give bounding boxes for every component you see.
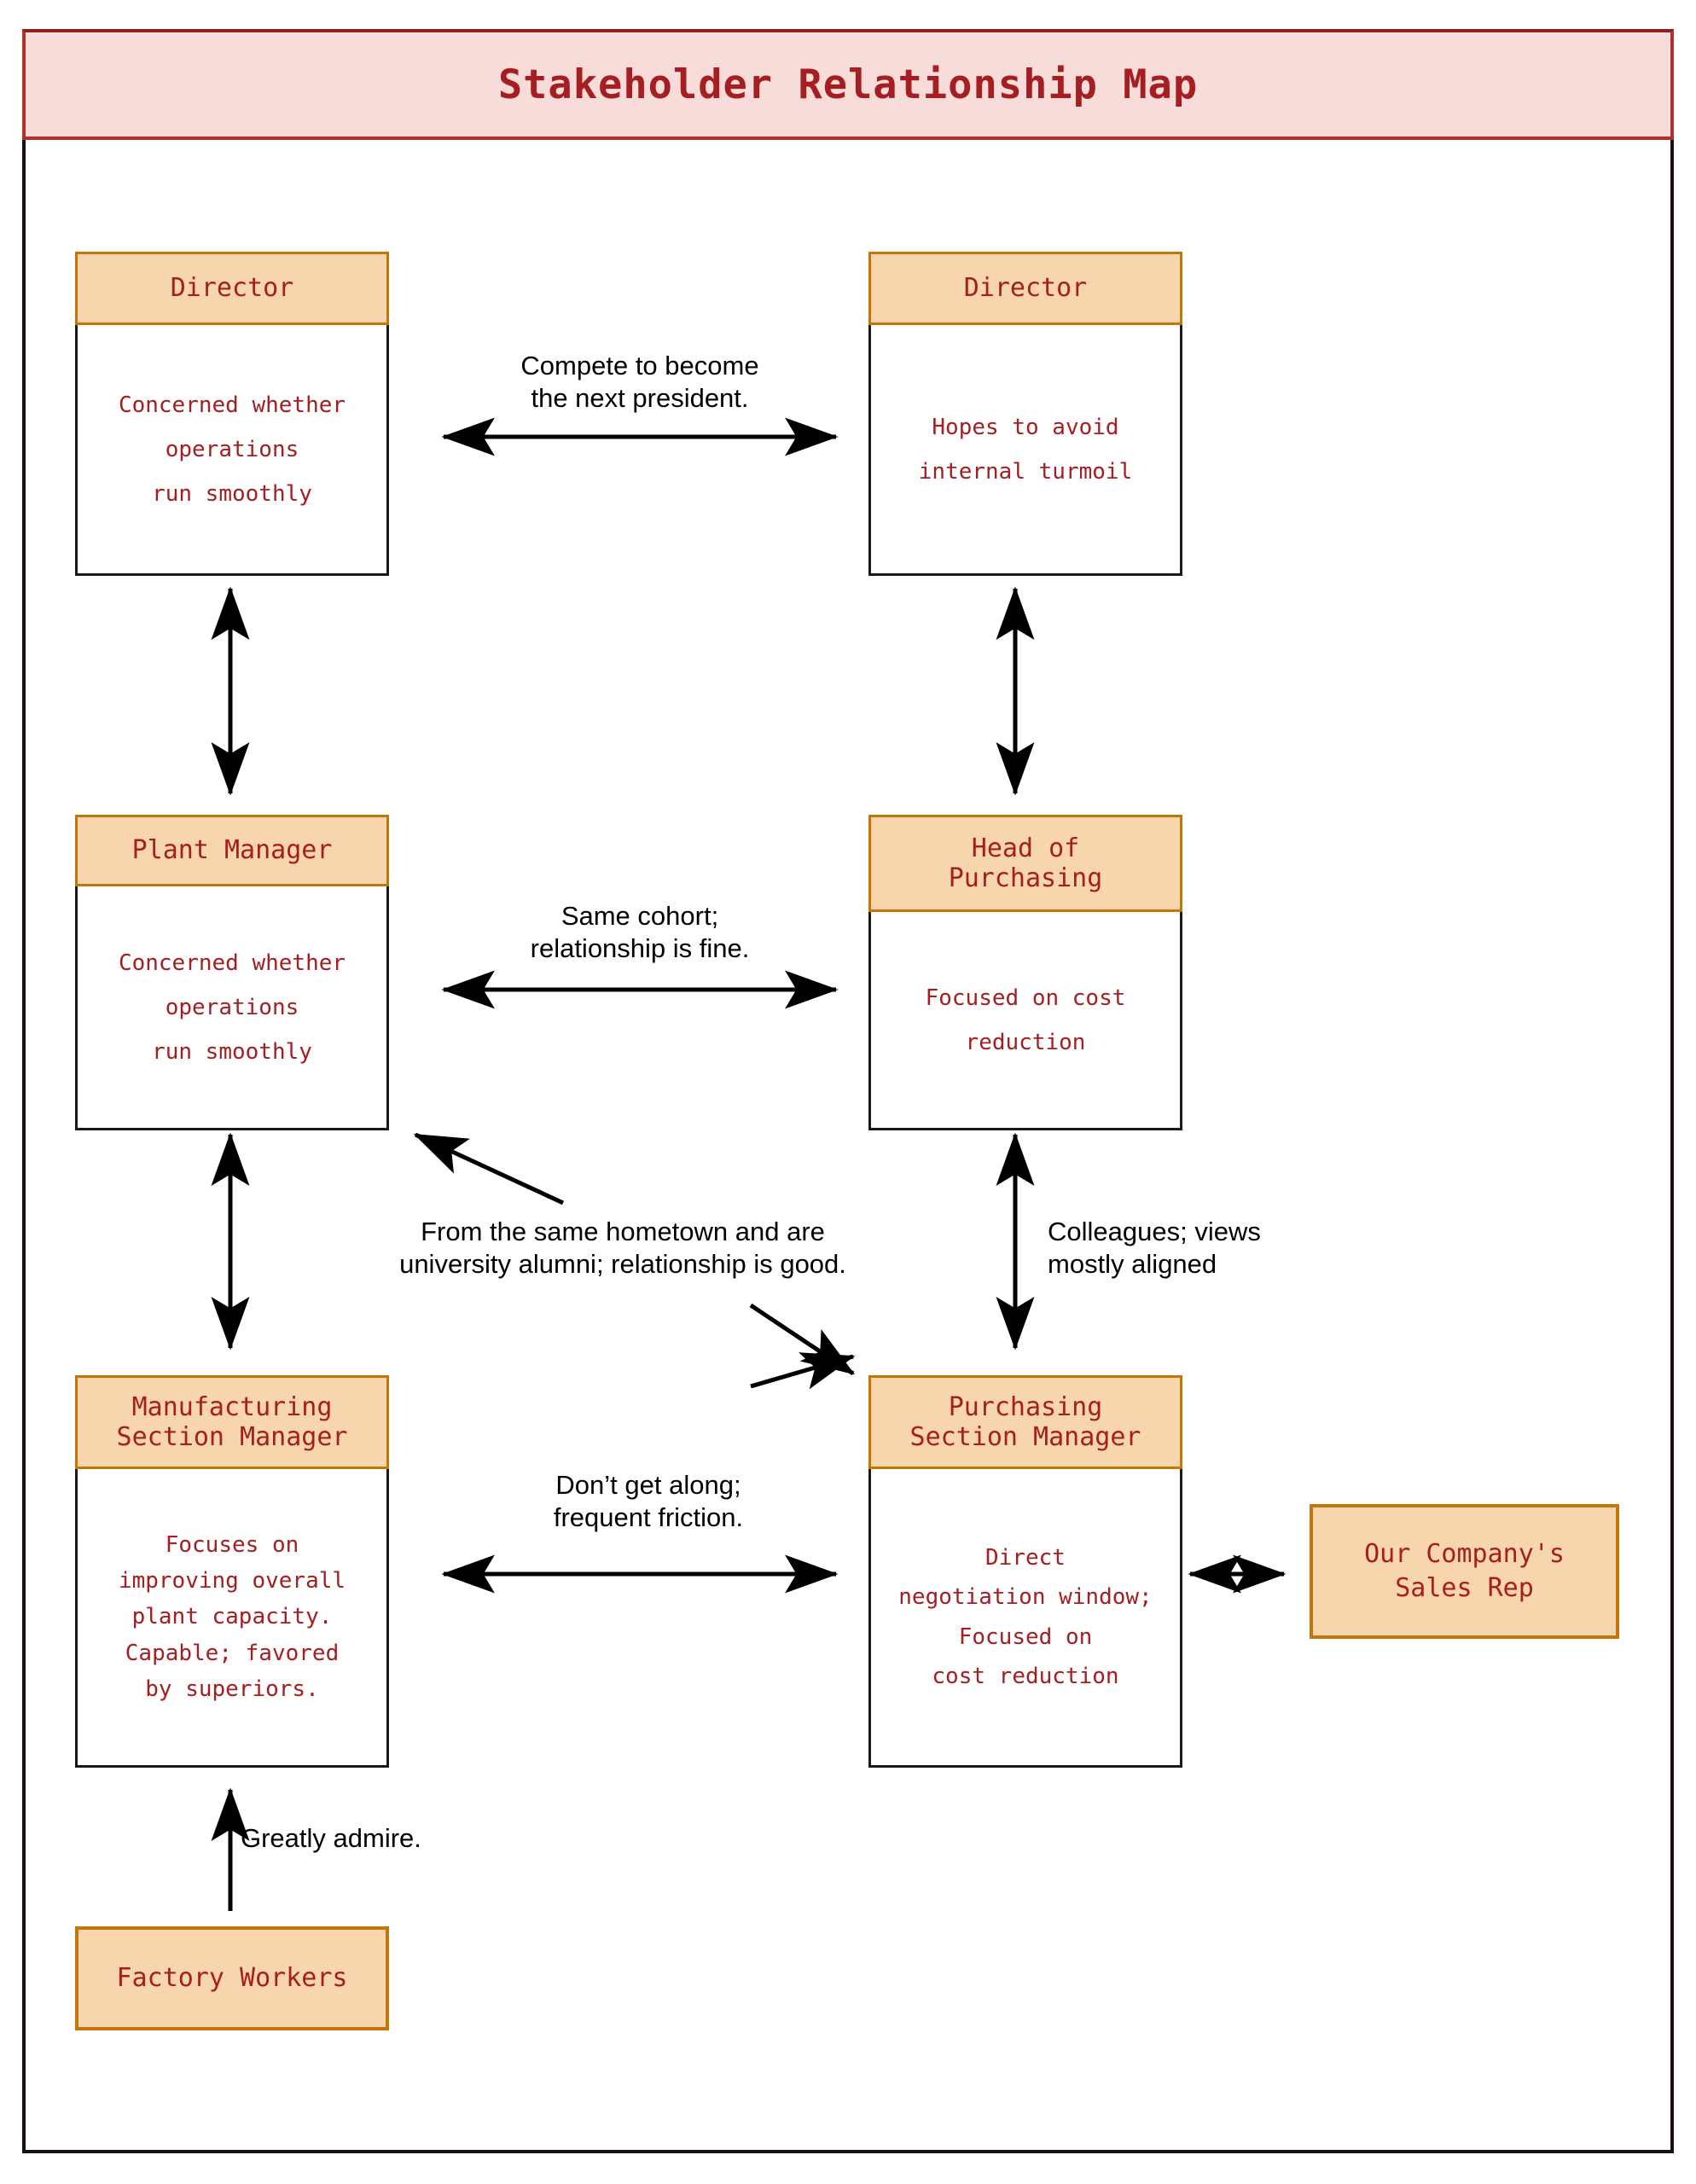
node-description: Direct negotiation window; Focused on co…	[898, 1544, 1153, 1689]
node-sales-rep[interactable]: Our Company's Sales Rep	[1310, 1504, 1619, 1639]
node-director-right[interactable]: Director Hopes to avoid internal turmoil	[868, 252, 1182, 576]
node-description: Focuses on improving overall plant capac…	[118, 1532, 346, 1702]
node-title: Purchasing Section Manager	[909, 1391, 1141, 1452]
node-factory-workers[interactable]: Factory Workers	[75, 1926, 389, 2030]
node-title: Director	[170, 273, 294, 304]
node-header-purchasing-section-manager: Purchasing Section Manager	[868, 1375, 1182, 1469]
arrow-diagonal-to-plant-manager	[413, 1132, 565, 1205]
node-body-head-of-purchasing: Focused on cost reduction	[871, 912, 1180, 1128]
node-header-director-left: Director	[75, 252, 389, 325]
edge-label-colleagues-aligned: Colleagues; views mostly aligned	[1048, 1217, 1261, 1279]
edge-label-dont-get-along: Don’t get along; frequent friction.	[553, 1470, 744, 1532]
diagram-title-bar: Stakeholder Relationship Map	[22, 29, 1674, 140]
node-body-plant-manager: Concerned whether operations run smoothl…	[78, 886, 386, 1128]
page-title: Stakeholder Relationship Map	[497, 61, 1199, 108]
node-title: Head of Purchasing	[948, 833, 1103, 893]
node-header-director-right: Director	[868, 252, 1182, 325]
node-title: Our Company's Sales Rep	[1364, 1538, 1565, 1604]
edge-label-directors-compete: Compete to become the next president.	[520, 351, 759, 413]
node-purchasing-section-manager[interactable]: Purchasing Section Manager Direct negoti…	[868, 1375, 1182, 1768]
edge-label-greatly-admire: Greatly admire.	[241, 1823, 421, 1853]
node-body-director-right: Hopes to avoid internal turmoil	[871, 325, 1180, 573]
node-description: Hopes to avoid internal turmoil	[918, 414, 1133, 485]
node-director-left[interactable]: Director Concerned whether operations ru…	[75, 252, 389, 576]
node-head-of-purchasing[interactable]: Head of Purchasing Focused on cost reduc…	[868, 815, 1182, 1130]
node-plant-manager[interactable]: Plant Manager Concerned whether operatio…	[75, 815, 389, 1130]
node-header-manufacturing-section-manager: Manufacturing Section Manager	[75, 1375, 389, 1469]
node-body-purchasing-section-manager: Direct negotiation window; Focused on co…	[871, 1469, 1180, 1765]
node-header-plant-manager: Plant Manager	[75, 815, 389, 886]
node-title: Plant Manager	[131, 835, 333, 866]
node-header-head-of-purchasing: Head of Purchasing	[868, 815, 1182, 912]
node-body-director-left: Concerned whether operations run smoothl…	[78, 325, 386, 573]
node-manufacturing-section-manager[interactable]: Manufacturing Section Manager Focuses on…	[75, 1375, 389, 1768]
edge-label-same-cohort: Same cohort; relationship is fine.	[530, 901, 750, 963]
node-title: Manufacturing Section Manager	[116, 1391, 348, 1452]
arrow-diagonal-plant-to-purchasing-section	[749, 1303, 856, 1376]
edge-label-hometown-alumni: From the same hometown and are universit…	[399, 1217, 846, 1279]
node-title: Director	[963, 273, 1088, 304]
arrow-diagonal-to-purchasing-section	[750, 1352, 856, 1390]
node-description: Concerned whether operations run smoothl…	[118, 392, 346, 507]
node-description: Concerned whether operations run smoothl…	[118, 950, 346, 1065]
node-description: Focused on cost reduction	[925, 985, 1126, 1055]
node-body-manufacturing-section-manager: Focuses on improving overall plant capac…	[78, 1469, 386, 1765]
node-title: Factory Workers	[116, 1962, 348, 1993]
